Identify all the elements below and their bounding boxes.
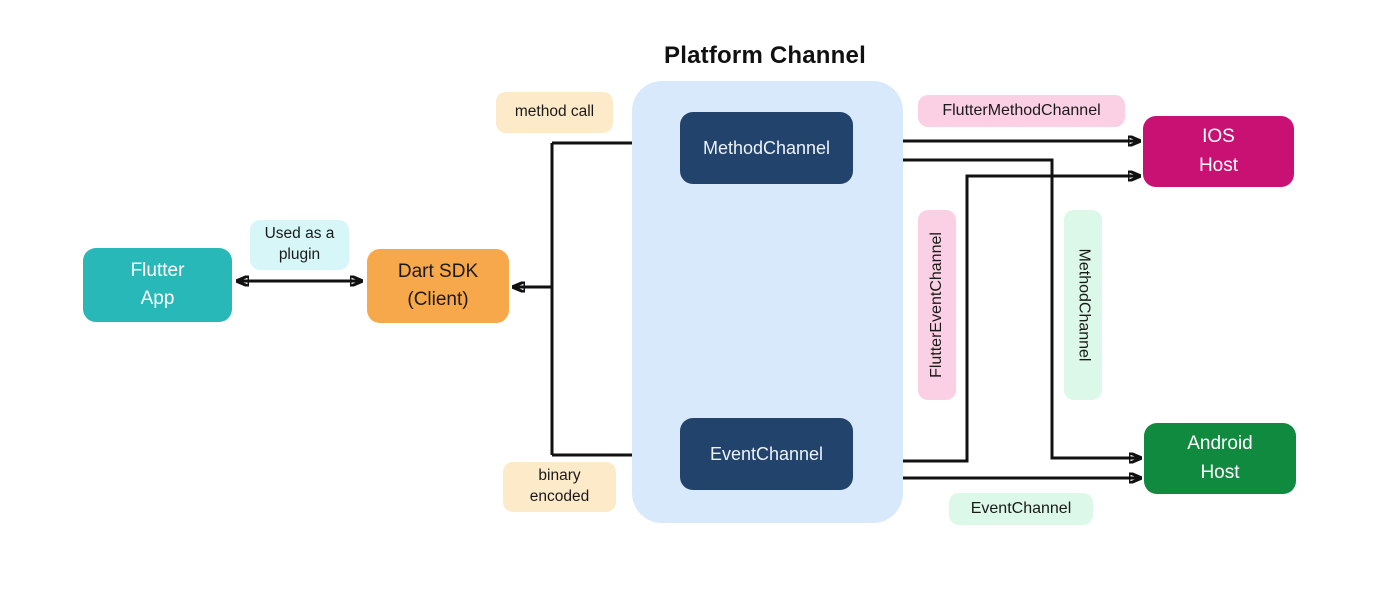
label-used-as-plugin: Used as a plugin [250,220,349,270]
node-dart-sdk-line2: (Client) [407,289,469,310]
diagram-title: Platform Channel [664,42,866,69]
label-used-as-plugin-line1: Used as a [264,225,335,243]
node-ios-host-line1: IOS [1202,126,1235,147]
label-flutter-event-channel: FlutterEventChannel [918,210,956,400]
node-flutter-app[interactable]: Flutter App [83,248,232,322]
label-flutter-event-channel-text: FlutterEventChannel [928,232,946,378]
node-android-host[interactable]: Android Host [1144,423,1296,494]
node-android-host-line2: Host [1200,461,1240,483]
label-method-call-text: method call [514,103,595,121]
arrow-method-channel-to-android-host [853,158,1141,458]
node-ios-host-line2: Host [1198,154,1239,176]
label-method-call: method call [496,92,613,133]
node-event-channel[interactable]: EventChannel [680,418,853,490]
label-binary-encoded-line2: encoded [529,488,590,505]
label-used-as-plugin-line2: plugin [278,246,321,263]
label-event-channel: EventChannel [949,493,1093,525]
label-event-channel-text: EventChannel [970,500,1072,518]
node-flutter-app-line2: App [140,288,175,309]
node-android-host-line1: Android [1187,433,1253,454]
node-flutter-app-line1: Flutter [130,259,185,281]
label-flutter-method-channel-text: FlutterMethodChannel [942,102,1101,120]
node-ios-host[interactable]: IOS Host [1143,116,1294,187]
label-method-channel-vertical-text: MethodChannel [1075,248,1092,362]
node-dart-sdk-line1: Dart SDK [397,260,479,282]
arrow-event-channel-to-ios-host [853,176,1140,463]
label-binary-encoded: binary encoded [503,462,616,512]
node-method-channel[interactable]: MethodChannel [680,112,853,184]
node-dart-sdk[interactable]: Dart SDK (Client) [367,249,509,323]
label-binary-encoded-line1: binary [538,467,581,485]
node-method-channel-label: MethodChannel [702,137,831,158]
node-event-channel-label: EventChannel [709,443,824,464]
label-method-channel-vertical: MethodChannel [1064,210,1102,400]
label-flutter-method-channel: FlutterMethodChannel [918,95,1125,127]
